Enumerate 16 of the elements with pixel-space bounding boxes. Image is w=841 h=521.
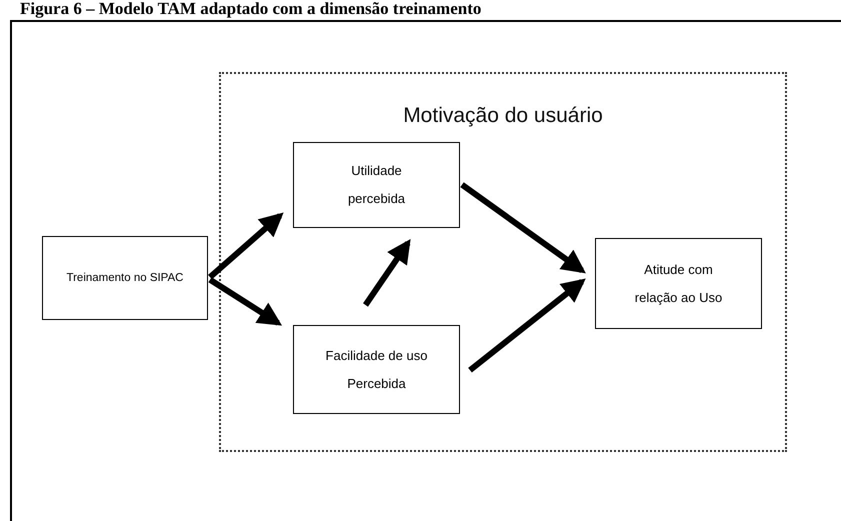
figure-title: Figura 6 – Modelo TAM adaptado com a dimensão treinamento [20,0,482,18]
box-label: Treinamento no SIPAC [66,271,184,286]
box-label: Atitude com relação ao Uso [634,260,724,307]
group-heading: Motivação do usuário [402,103,604,129]
arrow [363,239,411,307]
box-label: Utilidade percebida [346,162,406,208]
process-box [293,325,460,414]
arrow [468,278,586,373]
arrow [208,212,284,280]
process-box [42,236,208,320]
arrow [208,277,282,326]
process-box [293,142,460,228]
process-box [595,238,762,329]
arrow [460,182,586,274]
group-box [219,72,787,452]
box-label: Facilidade de uso Percebida [324,346,428,392]
